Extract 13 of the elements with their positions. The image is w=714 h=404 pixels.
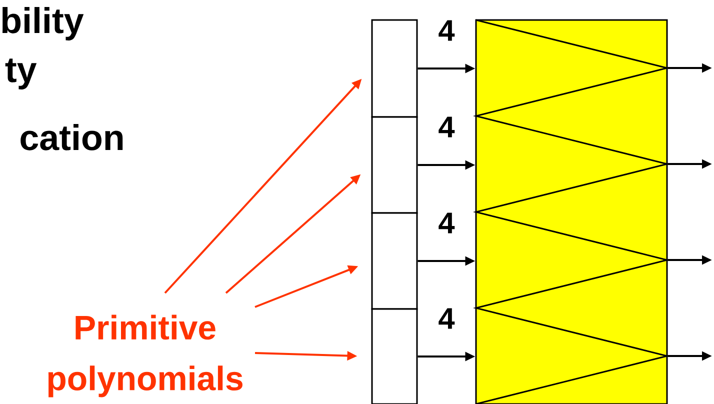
register-cell	[371, 116, 418, 214]
register-cell	[371, 19, 418, 118]
register-cell	[371, 308, 418, 404]
edge-label: 4	[438, 20, 455, 41]
text-label: bility	[2, 7, 84, 40]
edge-label: 4	[438, 212, 455, 234]
text-label: ty	[5, 58, 37, 90]
edge-label: 4	[438, 308, 455, 329]
edge-label: 4	[438, 116, 455, 138]
text-label: Primitive polynomials	[48, 314, 242, 398]
block	[472, 19, 670, 404]
text-label: cation	[20, 124, 123, 150]
register-cell	[371, 212, 418, 310]
